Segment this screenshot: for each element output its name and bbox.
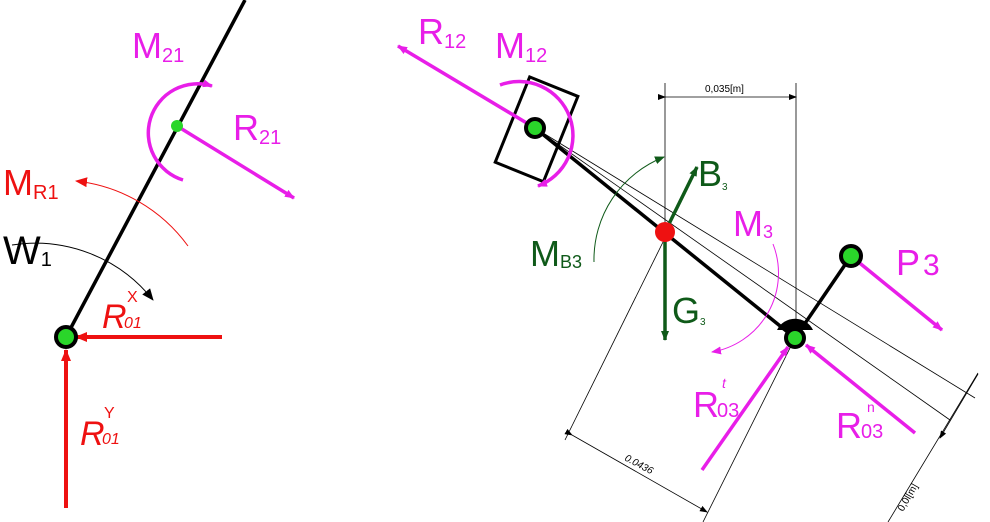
slider-block [493,74,580,184]
joint-c [839,244,863,268]
label-r12: R12 [418,11,466,53]
force-r03t-arrow [700,345,790,472]
label-w1: W1 [3,229,52,273]
label-m3: M3 [733,203,773,244]
reference-lines [534,83,979,522]
dimension-0035: 0,035[m] [705,84,744,95]
angular-velocity-w1-arc [11,242,154,301]
moment-m21-arc [146,79,213,182]
joint-b [524,117,546,139]
moment-m3-arc [711,243,779,355]
force-r21-arrow [176,124,295,200]
link-1 [64,0,247,338]
force-r03n-arrow [804,343,917,435]
joint-o3 [784,327,806,349]
force-r12-arrow [397,44,536,130]
label-g3: G3 [672,290,706,331]
label-mb3: MB3 [530,233,582,274]
label-r21: R21 [233,107,281,149]
moment-mr1-arc [75,177,189,247]
label-mr1: MR1 [3,162,59,204]
force-b3-arrow [663,166,699,233]
joint-a [171,120,183,132]
force-p3-arrow [849,254,944,332]
centre-of-mass-s3 [655,222,675,242]
joint-o1 [54,325,78,349]
dimension-001: 0,0l[m] [896,482,921,514]
moment-mb3-arc [593,156,665,263]
label-m12: M12 [495,25,547,67]
label-m21: M21 [132,25,184,67]
ground-support [777,318,813,330]
moment-m12-arc [499,79,575,188]
label-b3: B3 [698,153,728,194]
